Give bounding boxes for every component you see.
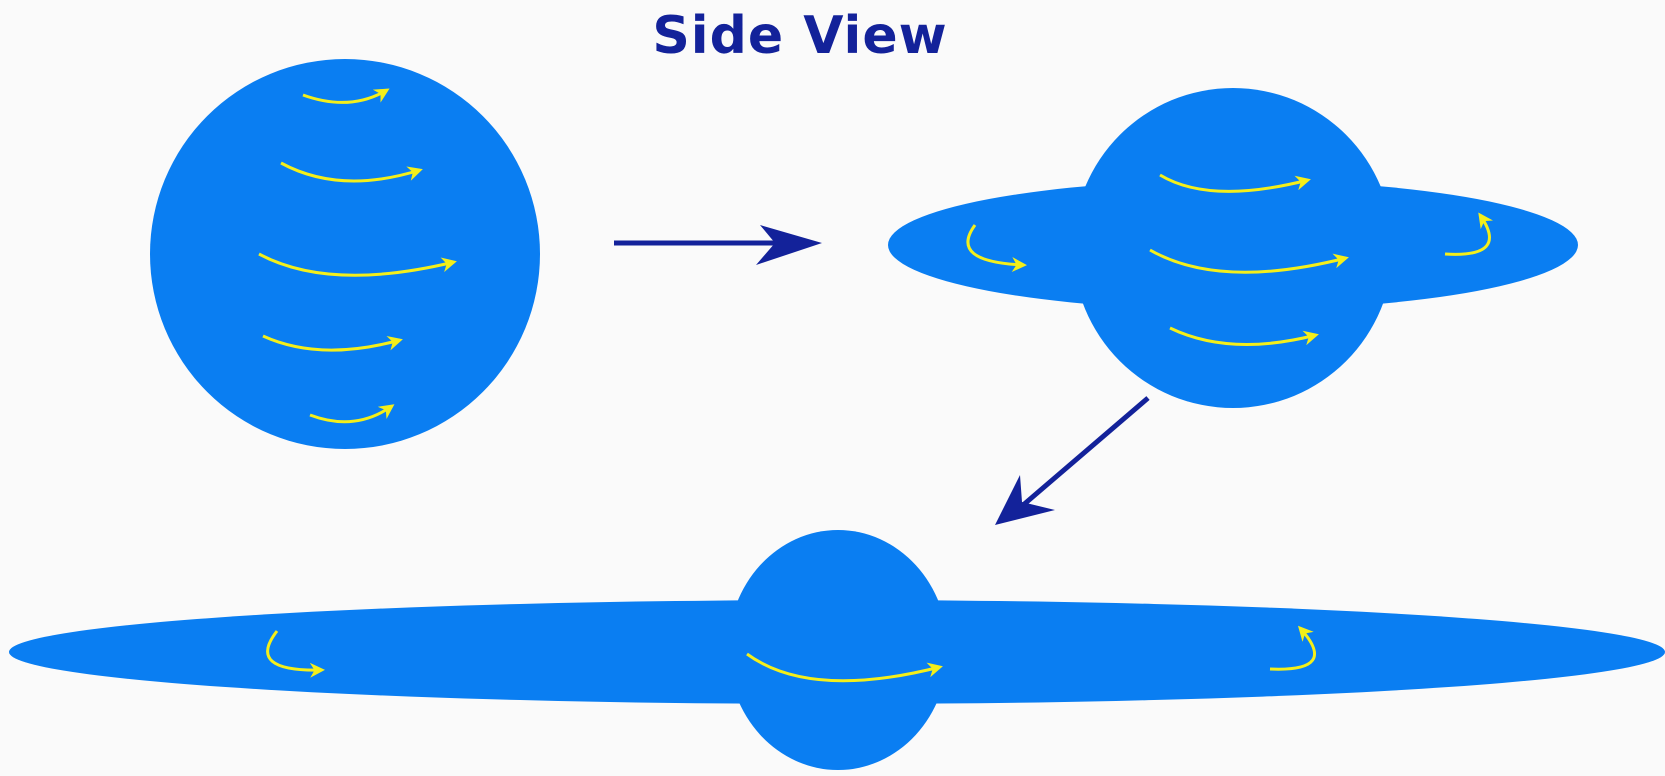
stage-flattening	[888, 88, 1578, 408]
sphere-body	[150, 59, 540, 449]
flow-arrow-right	[614, 225, 822, 265]
flattening-disk	[888, 180, 1578, 310]
stage-disk	[9, 530, 1665, 770]
thin-disk	[9, 600, 1665, 704]
flow-arrow-down-left	[995, 398, 1148, 525]
stage-sphere	[150, 59, 540, 449]
